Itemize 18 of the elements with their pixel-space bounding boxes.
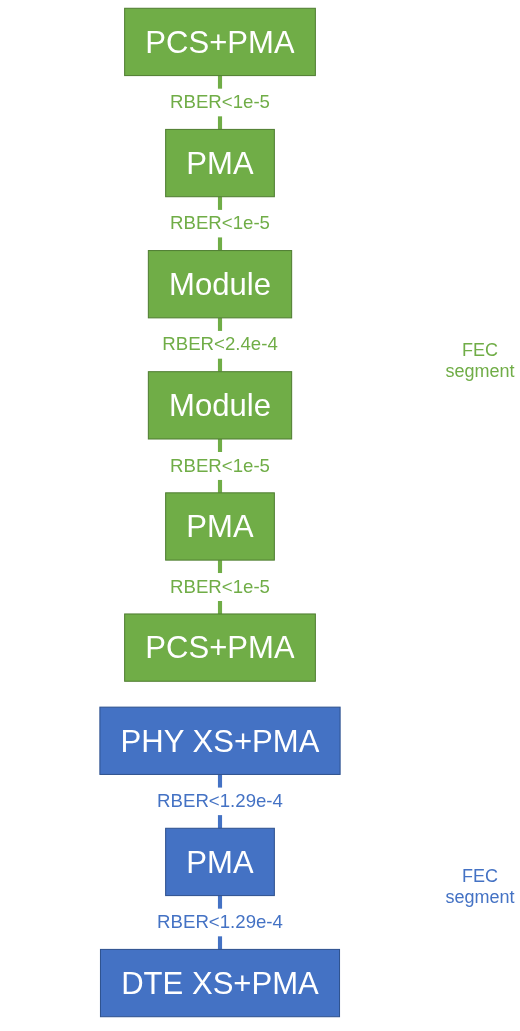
node-box: PMA <box>165 827 275 897</box>
segment-label: FEC segment <box>445 340 515 383</box>
node-box: PHY XS+PMA <box>99 706 341 775</box>
edge-label: RBER<1e-5 <box>170 576 270 597</box>
node-box: PCS+PMA <box>124 613 316 682</box>
edge-label: RBER<1e-5 <box>170 455 270 476</box>
edge-label: RBER<1e-5 <box>170 212 270 234</box>
edge-label: RBER<2.4e-4 <box>162 333 278 355</box>
node-box: PMA <box>165 492 275 561</box>
node-box: PMA <box>165 128 275 198</box>
edge-label: RBER<1.29e-4 <box>157 911 283 933</box>
node-box: PCS+PMA <box>124 7 316 77</box>
node-box: DTE XS+PMA <box>99 948 341 1018</box>
segment-label: FEC segment <box>445 866 515 909</box>
node-box: Module <box>147 250 293 319</box>
edge-label: RBER<1e-5 <box>170 91 270 113</box>
edge-label: RBER<1.29e-4 <box>157 790 283 812</box>
node-box: Module <box>147 371 293 440</box>
